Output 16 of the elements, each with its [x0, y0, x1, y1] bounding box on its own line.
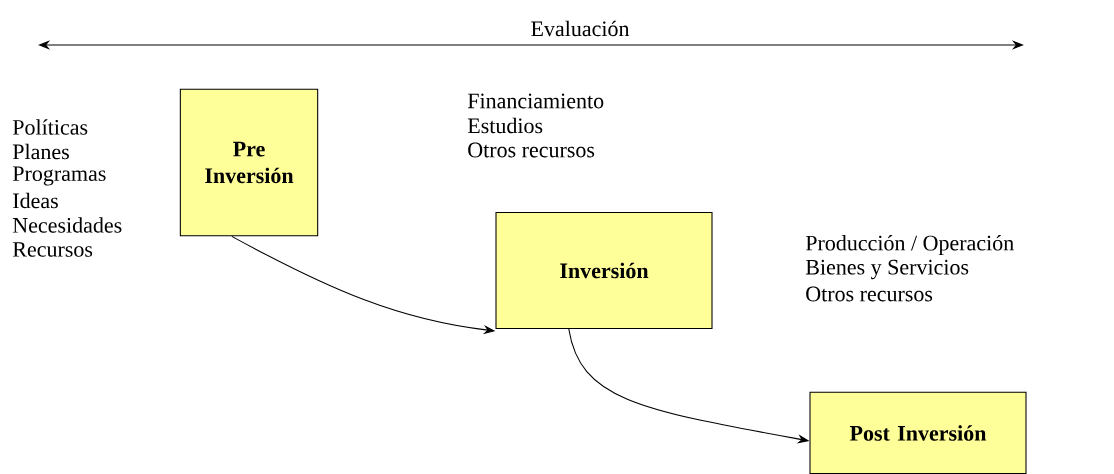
span-label: Evaluación — [531, 20, 630, 37]
list-item: Otros recursos — [468, 142, 595, 158]
stage-box: Inversión — [495, 211, 713, 330]
list-item: Estudios — [467, 117, 543, 134]
list-item: Ideas — [13, 192, 58, 209]
list-item: Recursos — [12, 242, 93, 257]
list-item: Necesidades — [12, 217, 122, 233]
list-item: Financiamiento — [467, 93, 604, 109]
list-item: Políticas — [12, 119, 88, 135]
stage-box: Pre Inversión — [179, 88, 319, 237]
list-item: Producción / Operación — [805, 235, 1014, 255]
list-item: Programas — [12, 166, 106, 186]
list-item: Otros recursos — [806, 286, 933, 302]
list-item: Planes — [12, 143, 69, 160]
list-item: Bienes y Servicios — [805, 259, 969, 280]
stage-box: Post Inversión — [809, 391, 1027, 474]
